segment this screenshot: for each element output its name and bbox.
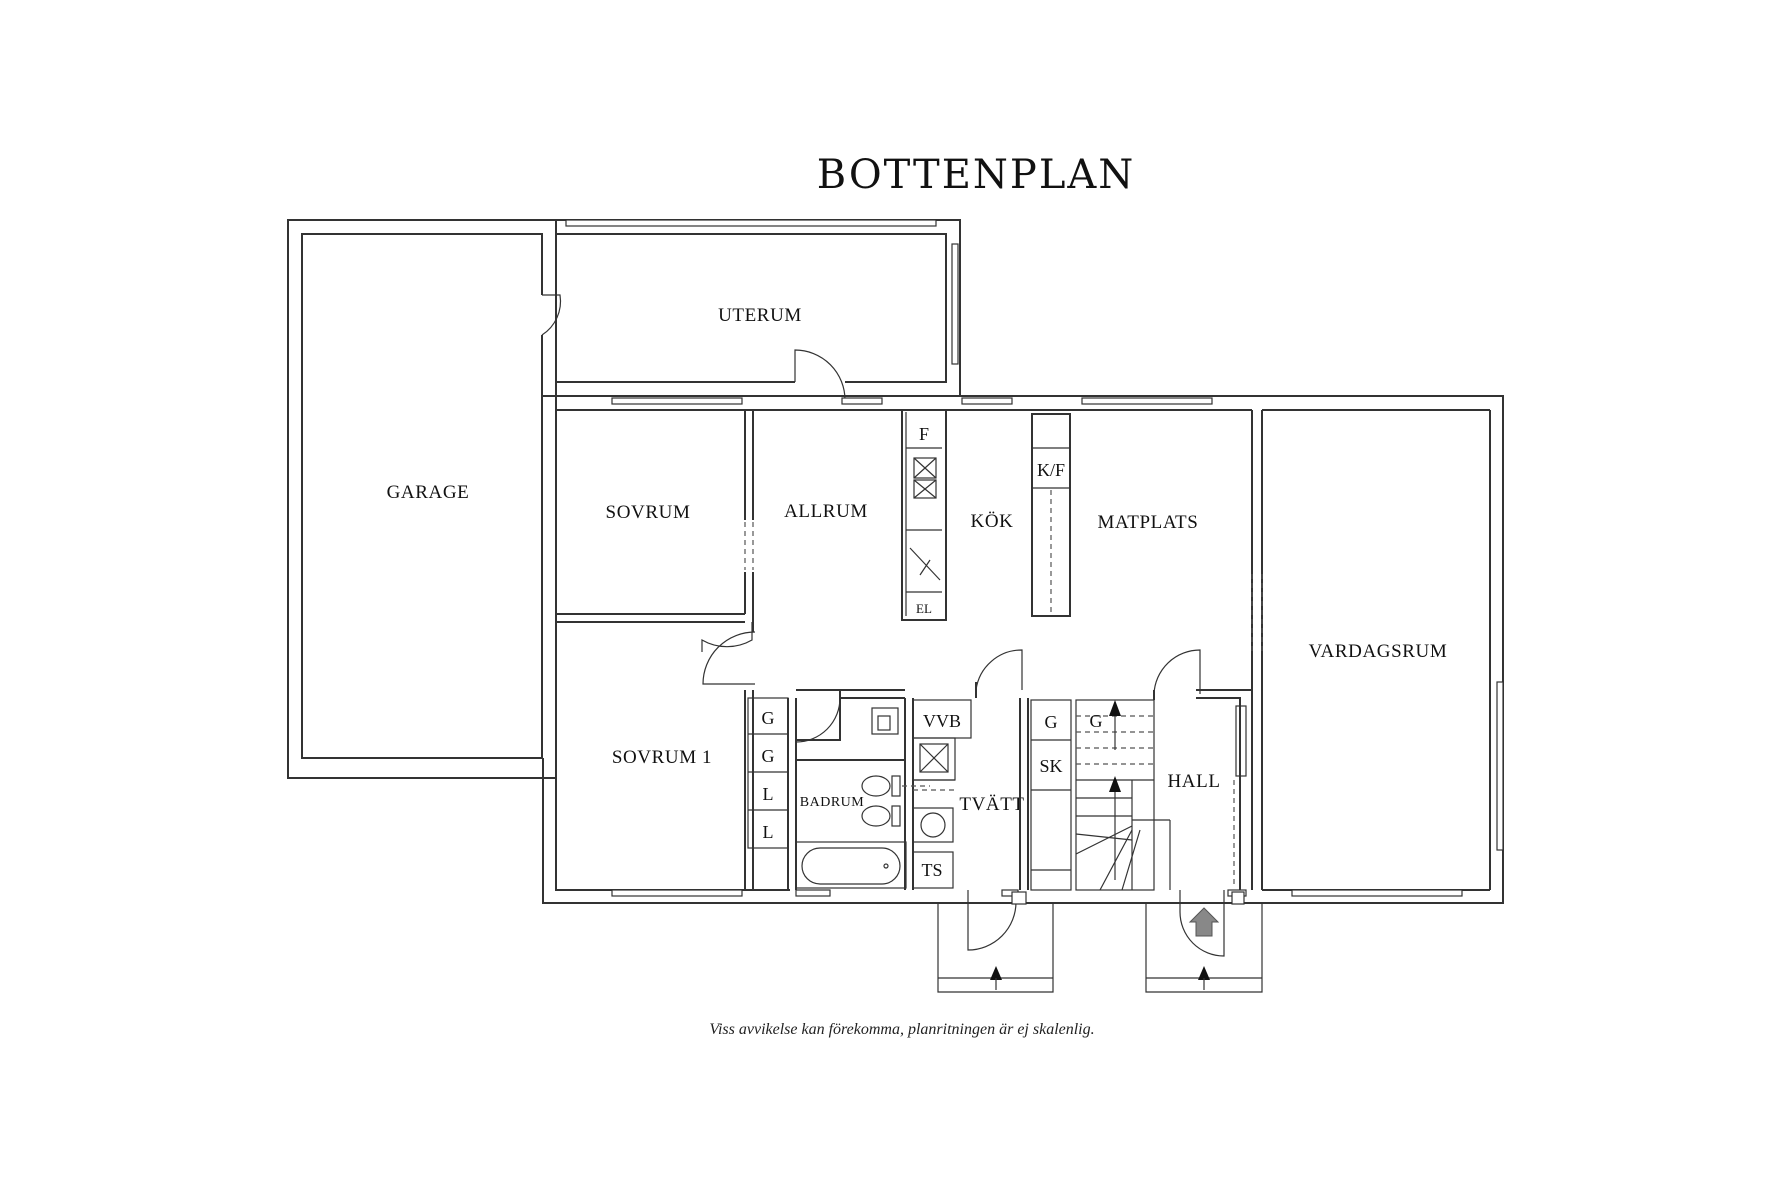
hall-closets [1030, 699, 1072, 891]
toilet-icon [861, 775, 930, 797]
wardrobe-label: G [762, 708, 775, 728]
room-label-vardagsrum: VARDAGSRUM [1309, 641, 1448, 662]
window [1081, 397, 1213, 405]
room-label-uterum: UTERUM [718, 305, 802, 326]
linen-cabinet-label: L [763, 822, 774, 842]
window [611, 397, 743, 405]
door-swing [701, 622, 753, 652]
window [951, 243, 959, 365]
wardrobe-label: G [1090, 711, 1103, 731]
room-label-kok: KÖK [971, 511, 1014, 532]
wardrobe-label: G [1045, 712, 1058, 732]
hall-walls [1153, 689, 1252, 890]
fridge-freezer-label: K/F [1037, 460, 1065, 480]
bathroom-sink-icon [871, 707, 899, 735]
room-label-garage: GARAGE [387, 482, 470, 503]
window [1291, 889, 1463, 897]
room-label-tvatt: TVÄTT [959, 794, 1024, 815]
bathtub-icon [795, 841, 907, 889]
tvatt-fixtures [912, 699, 972, 889]
badrum-walls [787, 689, 914, 890]
fridge-label: F [919, 424, 929, 444]
window [611, 889, 743, 897]
kitchen-island [1031, 413, 1071, 617]
room-label-sovrum: SOVRUM [606, 502, 691, 523]
stove-icon [909, 547, 941, 581]
door-swing [795, 697, 841, 743]
water-heater-label: VVB [923, 711, 961, 731]
door-swing [975, 649, 1023, 691]
room-label-allrum: ALLRUM [784, 501, 868, 522]
disclaimer: Viss avvikelse kan förekomma, planritnin… [709, 1021, 1094, 1038]
window [565, 219, 937, 227]
garage-door-swing [541, 294, 562, 336]
sovrum1-door-swing [702, 631, 756, 685]
room-label-hall: HALL [1167, 771, 1220, 792]
room-label-sovrum1: SOVRUM 1 [612, 747, 712, 768]
door-swing [1153, 649, 1201, 695]
kitchen-counter [901, 409, 947, 621]
wardrobe-label: SK [1039, 756, 1062, 776]
entry-arrow-icon [990, 966, 1002, 980]
window [1496, 681, 1504, 851]
plan-title: BOTTENPLAN [817, 152, 1136, 198]
room-label-badrum: BADRUM [800, 795, 865, 810]
window [795, 889, 831, 897]
tvatt-walls [975, 682, 1029, 890]
bidet-icon [861, 805, 901, 827]
stair-up-arrow-icon [1109, 776, 1121, 792]
sink-icon [913, 457, 937, 499]
door-swing [794, 349, 846, 401]
window [841, 397, 883, 405]
window [961, 397, 1013, 405]
entry-arrow-icon [1198, 966, 1210, 980]
dryer-label: TS [921, 860, 942, 880]
sovrum-walls [556, 410, 754, 632]
room-label-matplats: MATPLATS [1098, 512, 1199, 533]
entrance-marker-icon [1188, 907, 1220, 937]
floor-drain-icon [919, 743, 949, 773]
linen-cabinet-label: L [763, 784, 774, 804]
stair-up-arrow-icon [1109, 700, 1121, 716]
washing-machine-icon [920, 812, 946, 838]
electrical-panel-label: EL [916, 601, 932, 616]
wardrobe-label: G [762, 746, 775, 766]
sovrum1-walls [744, 690, 754, 890]
